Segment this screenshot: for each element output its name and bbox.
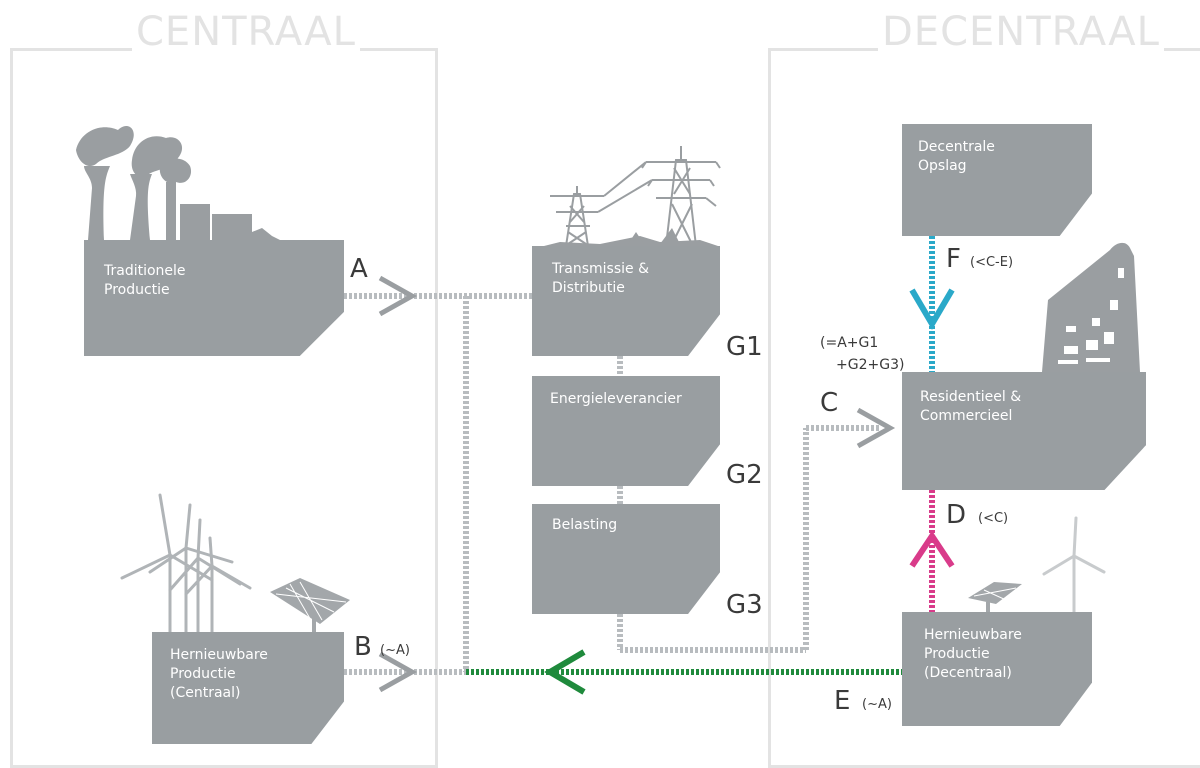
box-text: (Decentraal) [924, 665, 1012, 681]
box-text: Traditionele [104, 263, 186, 279]
label-g3: G3 [726, 590, 763, 620]
flow-note-c-2: +G2+G3) [836, 357, 905, 373]
flow-label-b: B [354, 632, 372, 662]
decentral-storage-box: Decentrale Opslag [902, 124, 1092, 236]
flow-label-f: F [946, 244, 961, 274]
power-plant-icon [76, 125, 280, 240]
wind-turbine-icon [1042, 516, 1106, 618]
box-text: Opslag [918, 158, 967, 174]
box-text: Productie [104, 282, 170, 298]
flow-note-c-1: (=A+G1 [820, 335, 879, 351]
box-text: Distributie [552, 280, 625, 296]
flow-grey [344, 293, 880, 675]
renewable-central-box: Hernieuwbare Productie (Centraal) [152, 632, 344, 744]
solar-panel-icon [968, 582, 1022, 616]
box-text: Productie [170, 666, 236, 682]
wind-turbine-icon [120, 493, 252, 634]
box-text: (Centraal) [170, 685, 241, 701]
central-region-title: CENTRAAL [132, 12, 360, 52]
flow-label-e: E [834, 686, 851, 716]
box-text: Hernieuwbare [924, 627, 1022, 643]
flow-green [466, 649, 902, 695]
building-icon [1042, 242, 1140, 372]
flow-note-e: (~A) [862, 697, 892, 712]
box-text: Transmissie & [552, 261, 649, 277]
box-text: Belasting [552, 517, 618, 533]
box-text: Decentrale [918, 139, 995, 155]
pylon-base-icon [536, 228, 718, 248]
box-text: Hernieuwbare [170, 647, 268, 663]
residential-commercial-box: Residentieel & Commercieel [902, 372, 1146, 490]
flow-note-d: (<C) [978, 511, 1009, 526]
flow-grey-arrowheads [378, 275, 896, 693]
renewable-decentral-box: Hernieuwbare Productie (Decentraal) [902, 612, 1092, 726]
transmission-distribution-box: Transmissie & Distributie [532, 246, 720, 356]
traditional-production-box: Traditionele Productie [84, 240, 344, 356]
flow-note-f: (<C-E) [970, 255, 1014, 270]
flow-cyan [909, 236, 955, 372]
box-text: Productie [924, 646, 990, 662]
pylon-icon [550, 146, 721, 247]
energy-supplier-box: Energieleverancier [532, 376, 720, 486]
box-text: Residentieel & [920, 389, 1022, 405]
flow-label-c: C [820, 388, 839, 418]
flow-pink [909, 490, 955, 612]
flow-note-b: (~A) [380, 643, 410, 658]
tax-box: Belasting [532, 504, 720, 614]
label-g2: G2 [726, 460, 763, 490]
flow-label-a: A [350, 254, 368, 284]
solar-panel-icon [270, 578, 350, 632]
flow-label-d: D [946, 500, 967, 530]
box-text: Commercieel [920, 408, 1013, 424]
label-g1: G1 [726, 332, 763, 362]
box-text: Energieleverancier [550, 391, 682, 407]
decentral-region-title: DECENTRAAL [878, 12, 1164, 52]
